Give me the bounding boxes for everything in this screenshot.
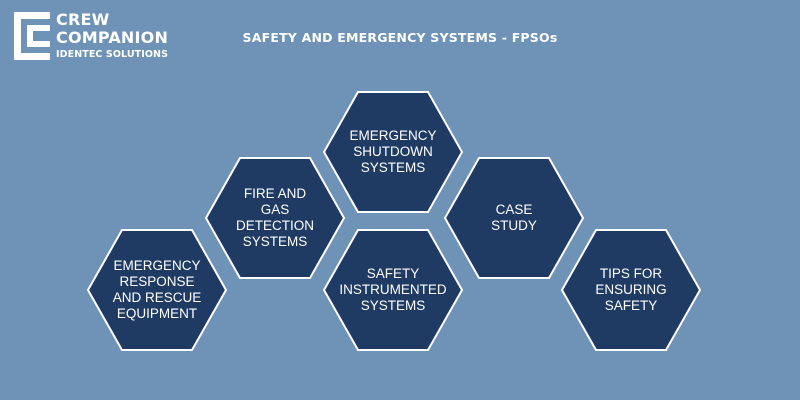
hexagon-emergency-response: EMERGENCY RESPONSE AND RESCUE EQUIPMENT xyxy=(86,228,228,352)
hexagon-label: EMERGENCY SHUTDOWN SYSTEMS xyxy=(349,128,437,175)
hexagon-label: SAFETY INSTRUMENTED SYSTEMS xyxy=(339,266,447,313)
hexagon-shape xyxy=(443,157,585,279)
hexagon-tips-safety: TIPS FOR ENSURING SAFETY xyxy=(560,228,702,352)
hexagon-label: CASE STUDY xyxy=(491,202,537,233)
hexagon-case-study: CASE STUDY xyxy=(443,156,585,280)
hexagon-shape xyxy=(86,229,228,351)
hexagon-shape xyxy=(204,157,346,279)
hexagon-label: EMERGENCY RESPONSE AND RESCUE EQUIPMENT xyxy=(112,258,202,321)
page-title: SAFETY AND EMERGENCY SYSTEMS - FPSOs xyxy=(242,30,558,45)
hexagon-fire-gas-detection: FIRE AND GAS DETECTION SYSTEMS xyxy=(204,156,346,280)
logo-line-companion: COMPANION xyxy=(56,28,169,47)
logo-line-identec: IDENTEC SOLUTIONS xyxy=(56,49,169,60)
hexagon-shape xyxy=(322,91,464,213)
logo-mark-icon xyxy=(14,12,50,60)
hexagon-shape xyxy=(560,229,702,351)
hexagon-shape xyxy=(322,229,464,351)
hexagon-label: TIPS FOR ENSURING SAFETY xyxy=(595,266,667,313)
logo-line-crew: CREW xyxy=(56,10,110,29)
hexagon-safety-instrumented: SAFETY INSTRUMENTED SYSTEMS xyxy=(322,228,464,352)
hexagon-label: FIRE AND GAS DETECTION SYSTEMS xyxy=(235,186,314,249)
crew-companion-logo: CREW COMPANION IDENTEC SOLUTIONS xyxy=(14,12,168,60)
logo-text: CREW COMPANION IDENTEC SOLUTIONS xyxy=(56,12,168,60)
hexagon-emergency-shutdown: EMERGENCY SHUTDOWN SYSTEMS xyxy=(322,90,464,214)
